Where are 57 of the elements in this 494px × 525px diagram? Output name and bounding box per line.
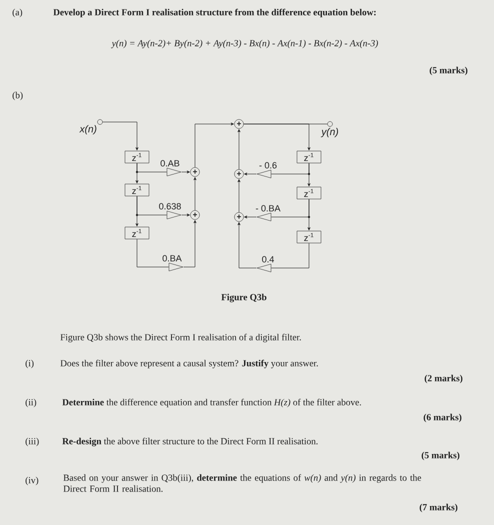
question-text: Determine the difference equation and transfer function H(z) of the filter above. [62,398,361,408]
marks-label: (7 marks) [420,504,458,512]
delay-box: z$^{-1}$ [124,226,150,240]
connector-arrow [244,172,257,176]
item-label: (ii) [26,398,36,408]
item-label: (a) [12,8,22,18]
connector-arrow [238,129,240,170]
item-label: (iv) [26,476,38,486]
marks-label: (6 marks) [424,414,462,422]
connector-arrow [243,124,310,150]
node-label: - 0.BA [256,205,280,212]
node-label: 0.4 [262,256,274,262]
gain-triangle: 0.BA [162,255,184,272]
marks-label: (2 marks) [424,374,462,384]
marks-label: (5 marks) [422,452,460,460]
node-label: x(n) [79,125,96,134]
gain-triangle: - 0.6 [256,162,277,178]
terminal: x(n) [79,119,103,134]
question-text: Does the filter above represent a causal system? Justify your answer. [60,360,318,368]
connector-arrow [181,214,190,216]
question-text: Figure Q3b shows the Direct Form I realisation of a digital filter. [60,334,301,342]
question-text: Re-design the above filter structure to the Direct Form II realisation. [62,438,318,446]
delay-box: z$^{-1}$ [296,150,322,164]
delay-box: z$^{-1}$ [124,184,150,196]
question-text: Develop a Direct Form I realisation structure from the difference equation below: [53,8,376,18]
node-label: 0.AB [160,160,180,166]
connector-arrow [136,238,170,268]
connector-arrow [238,179,240,213]
item-label: (b) [12,92,23,100]
connector-arrow [136,196,168,216]
connector-arrow [181,170,190,174]
figure-caption: Figure Q3b [221,294,266,302]
node-label: 0.BA [162,255,182,262]
equation: y(n) = Ay(n-2)+ By(n-2) + Ay(n-3) - Bx(n) - Ax(n-1) - Bx(n-2) - Ax(n-3) [111,40,378,48]
marks-label: (5 marks) [430,66,468,76]
delay-box: z$^{-1}$ [296,230,322,244]
connector-arrow [244,216,257,218]
terminal: y(n) [320,121,338,138]
node-label: 0.638 [159,203,181,210]
item-label: (iii) [26,438,39,446]
connector-arrow [270,242,310,268]
connector-arrow [183,220,196,268]
question-text: Based on your answer in Q3b(iii), determine the equations of w(n) and y(n) in regards to the Direct Form II realisation. [63,474,422,492]
item-label: (i) [26,360,34,368]
delay-box: z$^{-1}$ [296,186,322,200]
connector-arrow [238,222,257,268]
gain-triangle: 0.4 [256,256,274,272]
gain-triangle: 0.638 [159,203,182,220]
connector-arrow [194,177,196,211]
connector-arrow [270,198,310,218]
delay-box: z$^{-1}$ [124,150,150,164]
gain-triangle: - 0.BA [256,205,280,222]
node-label: y(n) [320,128,338,138]
node-label: - 0.6 [259,162,277,168]
gain-triangle: 0.AB [160,160,182,176]
connector-arrow [102,122,138,150]
connector-arrow [194,122,234,168]
